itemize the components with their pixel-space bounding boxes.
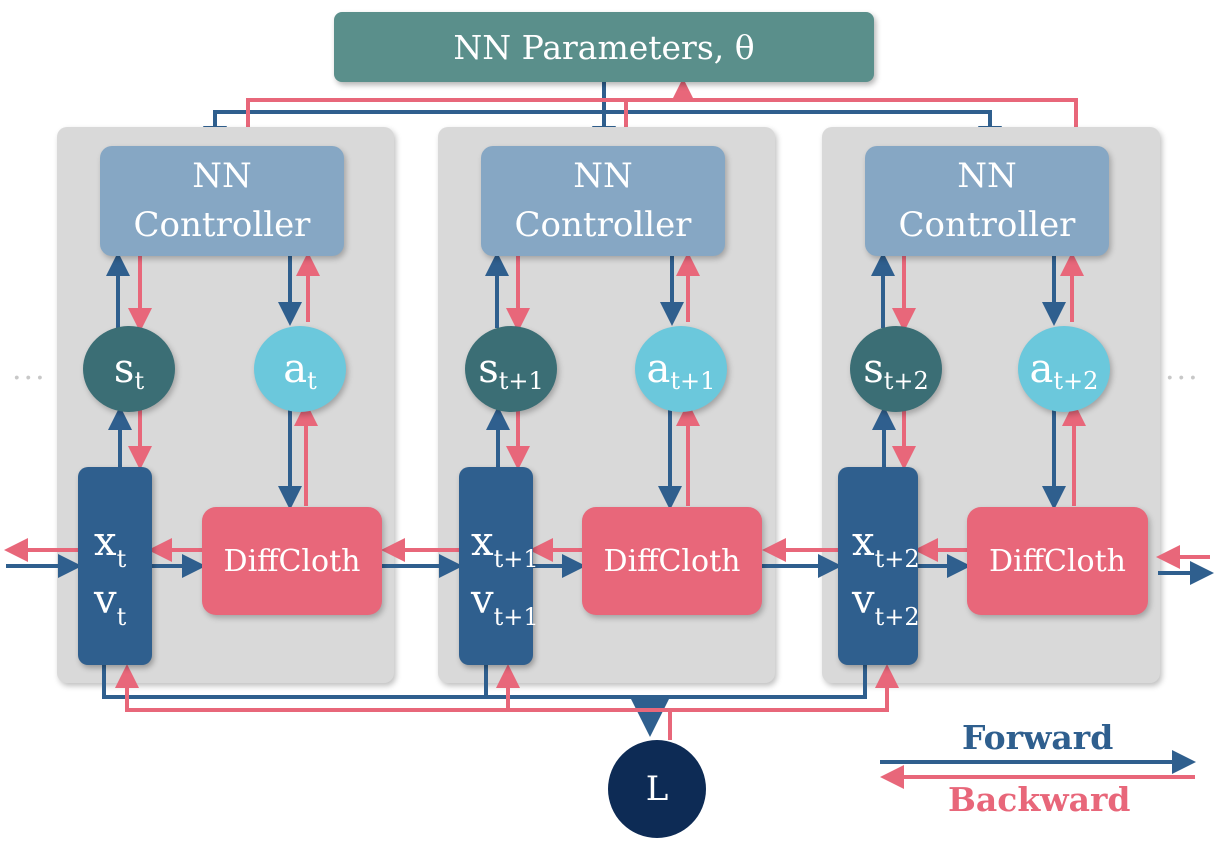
backward-arrow-loss-to-xv-1 <box>115 664 672 740</box>
velocity-label: vt <box>94 577 126 631</box>
state-sub: t+2 <box>883 367 929 395</box>
position-sub: t <box>116 545 127 573</box>
position-base: x <box>852 519 875 565</box>
velocity-label: vt+1 <box>471 577 539 631</box>
position-label: xt+2 <box>852 519 920 573</box>
velocity-sub: t <box>116 603 127 631</box>
diffcloth-simulator-3: DiffCloth <box>967 507 1148 615</box>
state-base: s <box>863 346 884 392</box>
state-vector-block-1: xt vt <box>78 467 152 665</box>
ellipsis-right: ... <box>1165 352 1200 387</box>
position-sub: t+2 <box>874 545 920 573</box>
action-sub: t+1 <box>670 367 716 395</box>
action-sub: t <box>307 367 317 395</box>
action-base: a <box>1029 346 1054 392</box>
action-base: a <box>283 346 308 392</box>
controller-line1: NN <box>573 155 633 196</box>
position-label: xt <box>94 519 126 573</box>
state-sub: t <box>134 367 145 395</box>
state-sub: t+1 <box>498 367 544 395</box>
nn-parameters-box: NN Parameters, θ <box>334 12 874 82</box>
backward-arrow-loss-to-xv-3 <box>670 664 899 712</box>
diffcloth-label: DiffCloth <box>223 543 361 579</box>
controller-line2: Controller <box>133 205 311 245</box>
backward-arrow-controllers-bus <box>246 98 1078 146</box>
ellipsis-left: ... <box>12 352 47 387</box>
legend-forward-label: Forward <box>962 718 1114 757</box>
velocity-sub: t+1 <box>493 603 539 631</box>
legend-backward-label: Backward <box>948 780 1131 819</box>
nn-controller-2: NN Controller <box>481 146 725 256</box>
position-sub: t+1 <box>493 545 539 573</box>
velocity-base: v <box>94 577 117 623</box>
nn-controller-1: NN Controller <box>100 146 344 256</box>
position-label: xt+1 <box>471 519 539 573</box>
state-vector-block-3: xt+2 vt+2 <box>838 467 920 665</box>
velocity-label: vt+2 <box>852 577 920 631</box>
loss-label: L <box>645 769 669 809</box>
state-base: s <box>113 346 135 392</box>
action-base: a <box>646 346 671 392</box>
action-sub: t+2 <box>1053 367 1099 395</box>
diffcloth-simulator-1: DiffCloth <box>202 507 382 615</box>
velocity-base: v <box>471 577 494 623</box>
nn-controller-3: NN Controller <box>865 146 1109 256</box>
loss-node: L <box>608 740 706 838</box>
controller-line2: Controller <box>514 205 692 245</box>
nn-parameters-label: NN Parameters, θ <box>453 27 755 67</box>
state-base: s <box>478 346 499 392</box>
controller-line2: Controller <box>898 205 1076 245</box>
velocity-sub: t+2 <box>874 603 920 631</box>
position-base: x <box>94 519 117 565</box>
controller-line1: NN <box>957 155 1017 196</box>
diffcloth-label: DiffCloth <box>989 543 1126 579</box>
diffcloth-simulator-2: DiffCloth <box>582 507 762 615</box>
state-vector-block-2: xt+1 vt+1 <box>459 467 539 665</box>
velocity-base: v <box>852 577 875 623</box>
controller-line1: NN <box>192 155 252 196</box>
position-base: x <box>471 519 494 565</box>
diffcloth-label: DiffCloth <box>603 543 741 579</box>
